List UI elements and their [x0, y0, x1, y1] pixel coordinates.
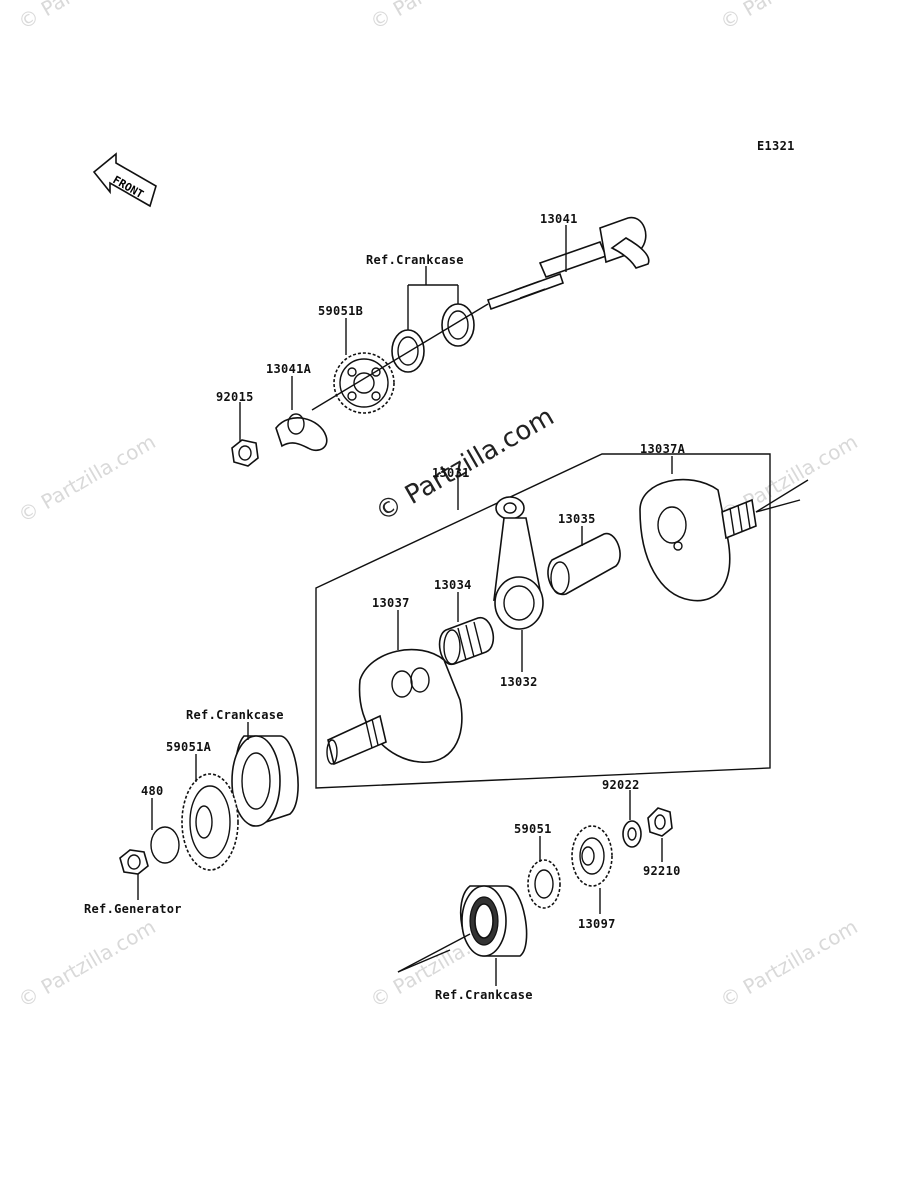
bearing-bottom	[459, 885, 528, 957]
gear-59051A	[181, 773, 239, 871]
ref-crankcase-top-label[interactable]: Ref.Crankcase	[366, 253, 464, 267]
bearing-top-left	[391, 329, 425, 373]
part-label-59051B[interactable]: 59051B	[318, 304, 364, 318]
assembly-frame	[315, 453, 771, 789]
diagram-code: E1321	[757, 139, 795, 153]
gear-59051B	[333, 352, 395, 414]
leader-lines	[137, 225, 809, 986]
gear-13097	[571, 825, 613, 887]
part-label-13034[interactable]: 13034	[434, 578, 472, 592]
part-label-13031[interactable]: 13031	[432, 466, 470, 480]
washer-92022	[622, 820, 642, 848]
nut-92210	[647, 807, 673, 837]
nut-generator	[119, 849, 149, 875]
connecting-rod-13032	[493, 496, 544, 630]
balancer-shaft	[486, 216, 650, 311]
ref-generator-label[interactable]: Ref.Generator	[84, 902, 182, 916]
part-label-92015[interactable]: 92015	[216, 390, 254, 404]
crank-web-13037A	[639, 478, 757, 602]
gear-59051	[527, 859, 561, 909]
bearing-crank-left	[231, 735, 299, 827]
part-label-13097[interactable]: 13097	[578, 917, 616, 931]
part-label-13041A[interactable]: 13041A	[266, 362, 312, 376]
part-label-59051A[interactable]: 59051A	[166, 740, 212, 754]
part-label-13037A[interactable]: 13037A	[640, 442, 686, 456]
part-label-92022[interactable]: 92022	[602, 778, 640, 792]
crank-web-13037	[326, 648, 463, 766]
part-label-13035[interactable]: 13035	[558, 512, 596, 526]
circlip-480	[150, 826, 180, 864]
part-label-13032[interactable]: 13032	[500, 675, 538, 689]
part-label-480[interactable]: 480	[141, 784, 164, 798]
part-label-13041[interactable]: 13041	[540, 212, 578, 226]
bearing-top-right	[441, 303, 475, 347]
ref-crankcase-left-label[interactable]: Ref.Crankcase	[186, 708, 284, 722]
needle-bearing-13034	[438, 617, 495, 665]
front-arrow-icon: FRONT	[92, 152, 157, 208]
part-label-92210[interactable]: 92210	[643, 864, 681, 878]
part-label-13037[interactable]: 13037	[372, 596, 410, 610]
balancer-weight-13041A	[275, 413, 328, 452]
crank-pin-13035	[547, 533, 621, 595]
ref-crankcase-bottom-label[interactable]: Ref.Crankcase	[435, 988, 533, 1002]
nut-92015	[231, 439, 259, 467]
part-label-59051[interactable]: 59051	[514, 822, 552, 836]
